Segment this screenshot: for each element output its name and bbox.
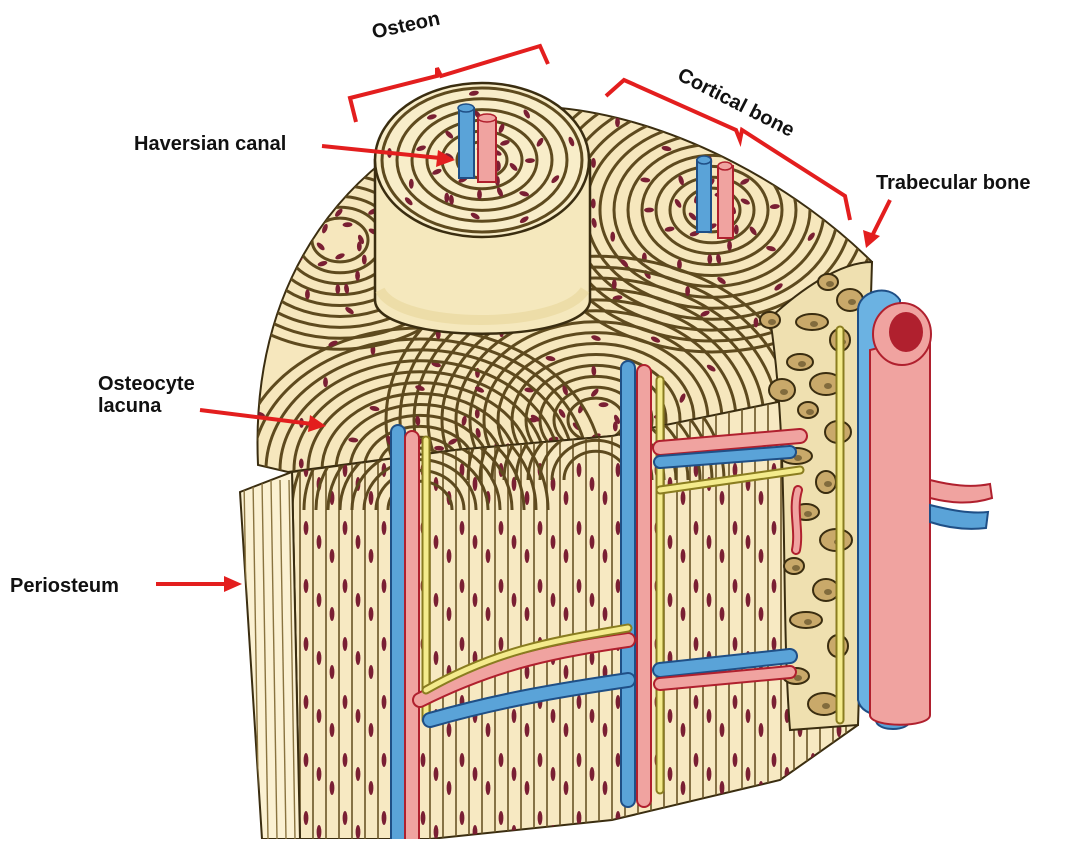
label-trabecular-bone: Trabecular bone	[876, 172, 1031, 194]
label-osteocyte-lacuna: Osteocyte lacuna	[98, 373, 238, 417]
label-haversian-canal: Haversian canal	[134, 133, 286, 155]
label-osteocyte-line2: lacuna	[98, 395, 161, 417]
periosteum-layer	[240, 472, 300, 839]
main-vessels	[858, 291, 992, 729]
trabecular-bone-arrow	[872, 200, 890, 236]
label-osteocyte-line1: Osteocyte	[98, 373, 195, 395]
label-periosteum: Periosteum	[10, 575, 119, 597]
